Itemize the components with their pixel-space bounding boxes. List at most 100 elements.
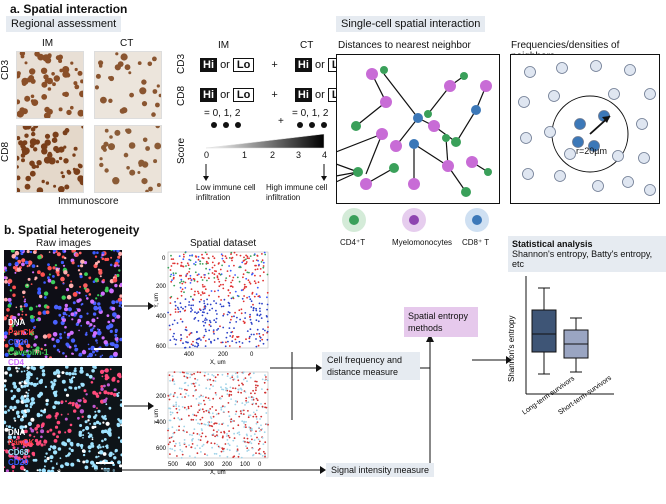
cell-point xyxy=(204,345,207,347)
cell-point xyxy=(186,341,189,344)
cell-signal xyxy=(65,454,68,458)
cell-point xyxy=(175,272,177,275)
cell-point xyxy=(227,311,230,313)
cell-point xyxy=(262,279,264,282)
cell-signal xyxy=(16,339,21,344)
cell-point xyxy=(262,450,265,453)
cell-point xyxy=(209,325,212,328)
cell-signal xyxy=(109,263,113,267)
cell-point xyxy=(265,423,268,425)
cell-point xyxy=(241,289,243,292)
cell-signal xyxy=(112,250,116,252)
cell-signal xyxy=(96,317,99,320)
cell-point xyxy=(212,329,215,331)
cell-signal xyxy=(28,389,30,391)
cell-signal xyxy=(4,405,7,408)
cell-signal xyxy=(53,304,59,310)
cell-point xyxy=(220,431,222,434)
stained-nucleus xyxy=(44,133,51,139)
cell-signal xyxy=(81,415,84,418)
stained-nucleus xyxy=(74,67,78,72)
score-dots xyxy=(211,122,327,128)
cell-point xyxy=(184,298,187,300)
cell-point xyxy=(178,408,181,411)
cell-point xyxy=(194,456,196,459)
cell-signal xyxy=(30,283,33,285)
channel-label: DNA xyxy=(8,318,26,327)
plot1-xtick: 400 xyxy=(184,352,195,358)
cell-point xyxy=(201,408,204,411)
cell-signal xyxy=(4,316,7,321)
cell-point xyxy=(256,268,259,270)
cell-signal xyxy=(4,384,6,388)
cell-point xyxy=(186,389,188,391)
cell-point xyxy=(258,263,260,266)
cell-point xyxy=(196,312,198,315)
cell-signal xyxy=(70,280,73,283)
cell-signal xyxy=(43,281,46,284)
cell-signal xyxy=(116,422,120,426)
cell-point xyxy=(230,297,233,300)
cell-signal xyxy=(64,303,68,308)
cell-point xyxy=(246,296,248,299)
cell-point xyxy=(240,312,243,315)
cell-signal xyxy=(68,447,72,450)
cell-signal xyxy=(44,444,46,446)
spatial-entropy-box: Spatial entropy methods xyxy=(404,307,478,337)
cell-signal xyxy=(62,281,65,284)
stained-nucleus xyxy=(155,126,160,129)
cell-signal xyxy=(4,379,7,383)
cell-point xyxy=(184,388,186,391)
cell-point xyxy=(231,376,234,379)
cell-signal xyxy=(15,366,18,370)
channel-label: Caveolin-1 xyxy=(8,348,49,357)
cell-point xyxy=(242,300,245,303)
cell-point xyxy=(204,288,207,291)
cell-point xyxy=(255,264,257,267)
cell-signal xyxy=(106,383,110,387)
cell-point xyxy=(199,263,202,265)
cell-point xyxy=(236,448,239,451)
cell-point xyxy=(183,382,186,384)
cell-point xyxy=(193,428,196,431)
cell-point xyxy=(170,273,173,276)
cell-point xyxy=(219,273,222,276)
cell-point xyxy=(243,426,246,428)
cell-signal xyxy=(98,391,102,395)
stained-nucleus xyxy=(58,107,63,112)
cell-signal xyxy=(75,322,79,326)
cell-point xyxy=(240,308,243,311)
cell-point xyxy=(197,311,200,313)
cell-signal xyxy=(33,316,36,318)
cell-signal xyxy=(13,385,18,389)
cell-point xyxy=(188,271,190,273)
cell-point xyxy=(216,443,219,446)
cell-signal xyxy=(71,401,75,405)
cell-signal xyxy=(23,370,26,372)
cell-signal xyxy=(87,435,91,439)
cell-signal xyxy=(53,393,58,398)
cell-point xyxy=(193,414,196,417)
cell-signal xyxy=(61,371,65,375)
cell-point xyxy=(226,313,229,316)
stained-nucleus xyxy=(62,70,70,78)
cell-point xyxy=(260,317,263,319)
cell-point xyxy=(189,332,192,335)
low-infiltration-label: Low immune cell infiltration xyxy=(196,183,256,202)
cell-signal xyxy=(17,447,19,449)
cell-point xyxy=(230,398,232,400)
cell-point xyxy=(196,280,199,283)
cell-point xyxy=(244,404,246,406)
cell-point xyxy=(212,385,214,387)
hi-badge: Hi xyxy=(294,88,312,102)
cell-point xyxy=(222,314,225,317)
stained-nucleus xyxy=(141,101,148,107)
cell-point xyxy=(197,273,200,276)
cell-signal xyxy=(29,427,33,430)
cell-signal xyxy=(47,276,50,280)
cell-signal xyxy=(119,282,122,287)
cell-point xyxy=(212,379,215,382)
cell-point xyxy=(199,395,202,397)
cell-point xyxy=(248,373,250,376)
cell-point xyxy=(192,340,194,343)
